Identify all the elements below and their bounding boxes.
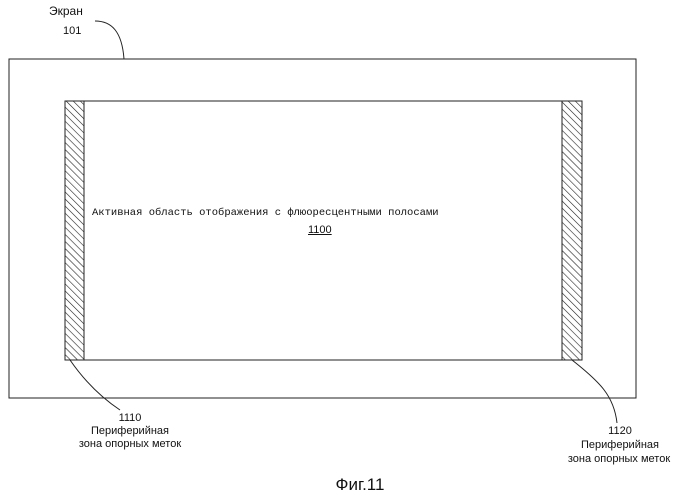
right-peripheral-zone xyxy=(562,101,582,360)
active-area-ref: 1100 xyxy=(308,224,332,237)
active-area-label: Активная область отображения с флюоресце… xyxy=(92,207,439,220)
left-peripheral-zone xyxy=(65,101,84,360)
screen-leader-line xyxy=(95,21,124,59)
left-zone-ref: 1110 xyxy=(70,412,190,425)
right-zone-label-line2: зона опорных меток xyxy=(545,453,693,466)
screen-ref: 101 xyxy=(63,25,81,38)
right-zone-ref: 1120 xyxy=(560,425,680,438)
left-zone-label-line1: Периферийная xyxy=(70,425,190,438)
screen-label: Экран xyxy=(49,5,83,18)
right-zone-leader-line xyxy=(572,360,617,423)
left-zone-label-line2: зона опорных меток xyxy=(50,438,210,451)
left-zone-leader-line xyxy=(70,360,120,410)
figure-caption: Фиг.11 xyxy=(300,478,420,491)
right-zone-label-line1: Периферийная xyxy=(560,439,680,452)
